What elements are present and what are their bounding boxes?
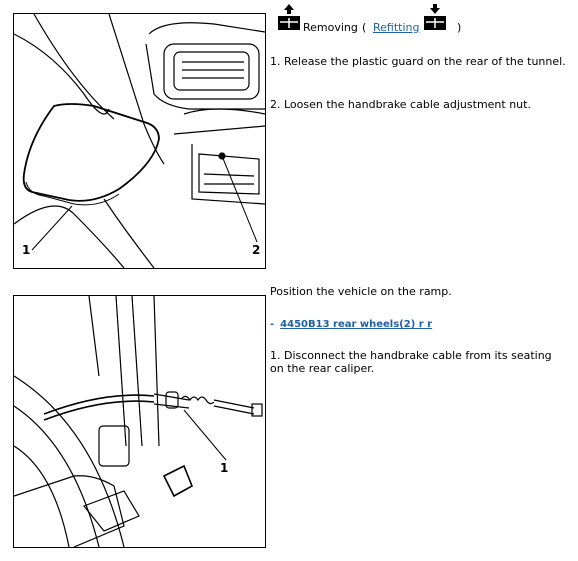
rear-wheels-link[interactable]: 4450B13 rear wheels(2) r r	[280, 319, 433, 330]
step-disconnect-cable: 1. Disconnect the handbrake cable from i…	[270, 349, 552, 375]
callout-1: 1	[220, 461, 228, 475]
link-dash: -	[270, 319, 275, 330]
handbrake-cable-drawing: 1	[14, 296, 263, 547]
step-loosen-nut: 2. Loosen the handbrake cable adjustment…	[270, 98, 531, 111]
removing-label: Removing	[303, 21, 358, 34]
removing-refitting-header: Removing ( Refitting )	[270, 2, 570, 34]
rear-wheels-link-row: -4450B13 rear wheels(2) r r	[270, 318, 568, 331]
callout-1: 1	[22, 243, 30, 257]
paren-open: (	[362, 21, 367, 34]
refitting-link[interactable]: Refitting	[373, 21, 420, 34]
illustration-tunnel-guard: 1 2	[13, 13, 266, 269]
paren-close: )	[457, 21, 462, 34]
step-position-vehicle: Position the vehicle on the ramp.	[270, 285, 452, 298]
instructions-panel-1: Removing ( Refitting ) 1. Release the pl…	[270, 2, 570, 111]
removing-arrow-up-icon[interactable]	[278, 4, 300, 30]
illustration-handbrake-cable: 1	[13, 295, 266, 548]
step-release-guard: 1. Release the plastic guard on the rear…	[270, 55, 566, 68]
tunnel-guard-drawing: 1 2	[14, 14, 265, 268]
callout-2: 2	[252, 243, 260, 257]
refitting-arrow-down-icon[interactable]	[424, 4, 446, 30]
